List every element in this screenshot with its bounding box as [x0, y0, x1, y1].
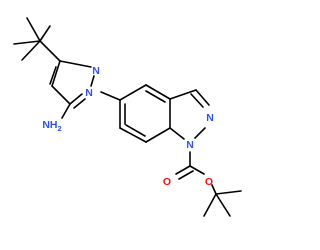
- bond: [189, 165, 205, 175]
- bonds: [13, 17, 242, 217]
- amine-label-subscript: 2: [58, 124, 62, 133]
- bond: [51, 85, 71, 105]
- bond: [145, 127, 171, 143]
- atom-label-oxygen: O: [205, 176, 213, 188]
- bond: [190, 93, 204, 108]
- bond: [90, 75, 95, 87]
- bond: [39, 40, 61, 62]
- bond: [195, 89, 210, 106]
- bond: [169, 127, 185, 140]
- bond: [203, 193, 217, 217]
- bond: [100, 91, 121, 101]
- bond: [215, 190, 242, 195]
- bond: [169, 89, 197, 100]
- bond: [26, 17, 41, 42]
- bond: [49, 66, 57, 85]
- atom-label-amine: NH2: [42, 119, 61, 133]
- bond: [61, 103, 71, 119]
- bond: [39, 25, 51, 42]
- bond: [73, 98, 86, 109]
- amine-label-main: NH: [42, 119, 57, 131]
- atom-label-nitrogen: N: [92, 65, 100, 77]
- bond: [194, 127, 206, 139]
- atom-label-nitrogen: N: [85, 87, 93, 99]
- bond: [178, 170, 194, 180]
- bond: [215, 193, 231, 217]
- atom-labels: N N NH2 N N O O: [42, 65, 213, 188]
- bond: [13, 40, 41, 45]
- bond: [211, 184, 217, 195]
- atom-label-nitrogen: N: [186, 139, 194, 151]
- bond: [175, 165, 191, 175]
- atom-label-oxygen: O: [163, 176, 171, 188]
- bond: [21, 40, 41, 61]
- bond: [59, 60, 92, 68]
- bond: [145, 84, 171, 100]
- bond: [145, 90, 166, 103]
- bond: [119, 84, 147, 101]
- atom-label-nitrogen: N: [206, 112, 214, 124]
- bond: [51, 60, 61, 87]
- bond: [125, 124, 146, 137]
- chemical-structure: N N NH2 N N O O: [13, 17, 242, 217]
- bond: [69, 93, 83, 105]
- bond: [119, 127, 147, 143]
